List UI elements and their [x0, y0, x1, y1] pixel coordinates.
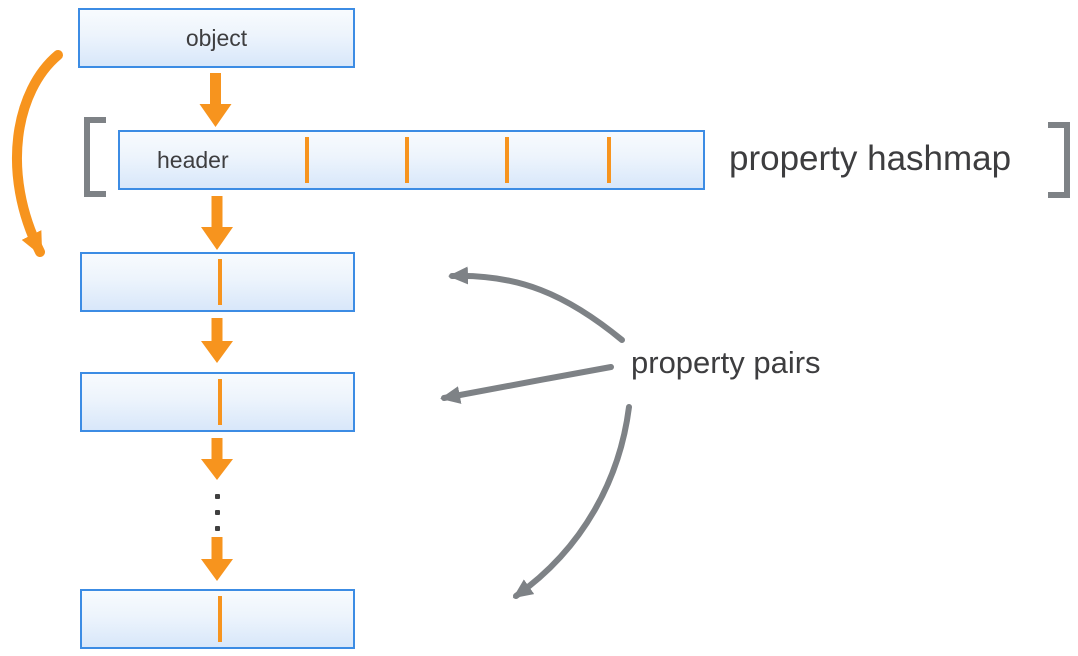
- header-slot-divider: [405, 137, 409, 183]
- connector-pair1-to-pair2: [201, 318, 233, 363]
- left-bracket: [84, 117, 106, 197]
- property-pair-node-1: [80, 252, 355, 312]
- pairs-caption-arrow-middle: [440, 364, 614, 404]
- connector-header-to-pair1: [201, 196, 233, 250]
- connector-ellipsis-to-pair3: [201, 537, 233, 581]
- pairs-caption: property pairs: [631, 345, 821, 380]
- connector-object-to-header: [199, 73, 232, 127]
- pairs-caption-arrow-bottom: [512, 404, 632, 599]
- connector-pair2-to-ellipsis: [201, 438, 233, 480]
- object-node-label: object: [185, 25, 248, 51]
- ellipsis-dot: [215, 526, 220, 531]
- hashmap-header-node: header: [118, 130, 705, 190]
- connector-object-to-pairs-curve: [12, 50, 63, 257]
- pairs-caption-arrow-top: [448, 266, 625, 343]
- property-pair-node-2: [80, 372, 355, 432]
- header-slot-divider: [607, 137, 611, 183]
- header-node-label: header: [157, 147, 229, 173]
- hashmap-caption: property hashmap: [729, 139, 1012, 178]
- ellipsis-dot: [215, 494, 220, 499]
- header-slot-divider: [305, 137, 309, 183]
- right-bracket: [1048, 122, 1070, 198]
- header-slot-divider: [505, 137, 509, 183]
- object-node: object: [78, 8, 355, 68]
- pair-divider: [218, 259, 222, 305]
- pair-divider: [218, 596, 222, 642]
- property-pair-node-3: [80, 589, 355, 649]
- ellipsis-dot: [215, 510, 220, 515]
- pair-divider: [218, 379, 222, 425]
